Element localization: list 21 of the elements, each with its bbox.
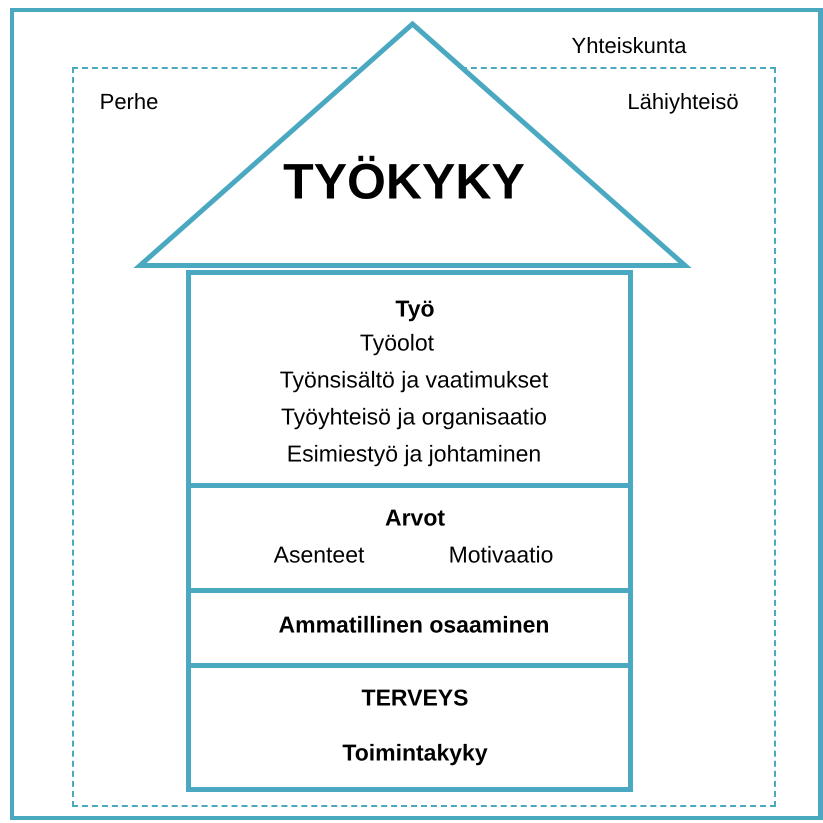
- label: Asenteet: [274, 542, 364, 568]
- house-floor: [186, 270, 633, 488]
- label: Esimiestyö ja johtaminen: [286, 441, 542, 467]
- heading: Työ: [395, 296, 435, 322]
- outer-frame: [10, 8, 823, 820]
- label: Työyhteisö ja organisaatio: [281, 404, 547, 430]
- house-floor: [186, 488, 633, 593]
- heading: Ammatillinen osaaminen: [278, 612, 550, 638]
- dashed-frame: [72, 67, 776, 807]
- house-floor: [186, 668, 633, 792]
- heading: TERVEYS: [362, 685, 468, 711]
- label: Perhe: [100, 90, 158, 114]
- label: Motivaatio: [448, 542, 554, 568]
- house-floor: [186, 593, 633, 668]
- heading: Toimintakyky: [342, 740, 488, 766]
- label: Työolot: [360, 330, 434, 356]
- label: Lähiyhteisö: [627, 90, 739, 114]
- heading: TYÖKYKY: [283, 154, 525, 210]
- heading: Arvot: [384, 505, 446, 531]
- label: Työnsisältö ja vaatimukset: [280, 367, 548, 393]
- label: Yhteiskunta: [572, 34, 686, 58]
